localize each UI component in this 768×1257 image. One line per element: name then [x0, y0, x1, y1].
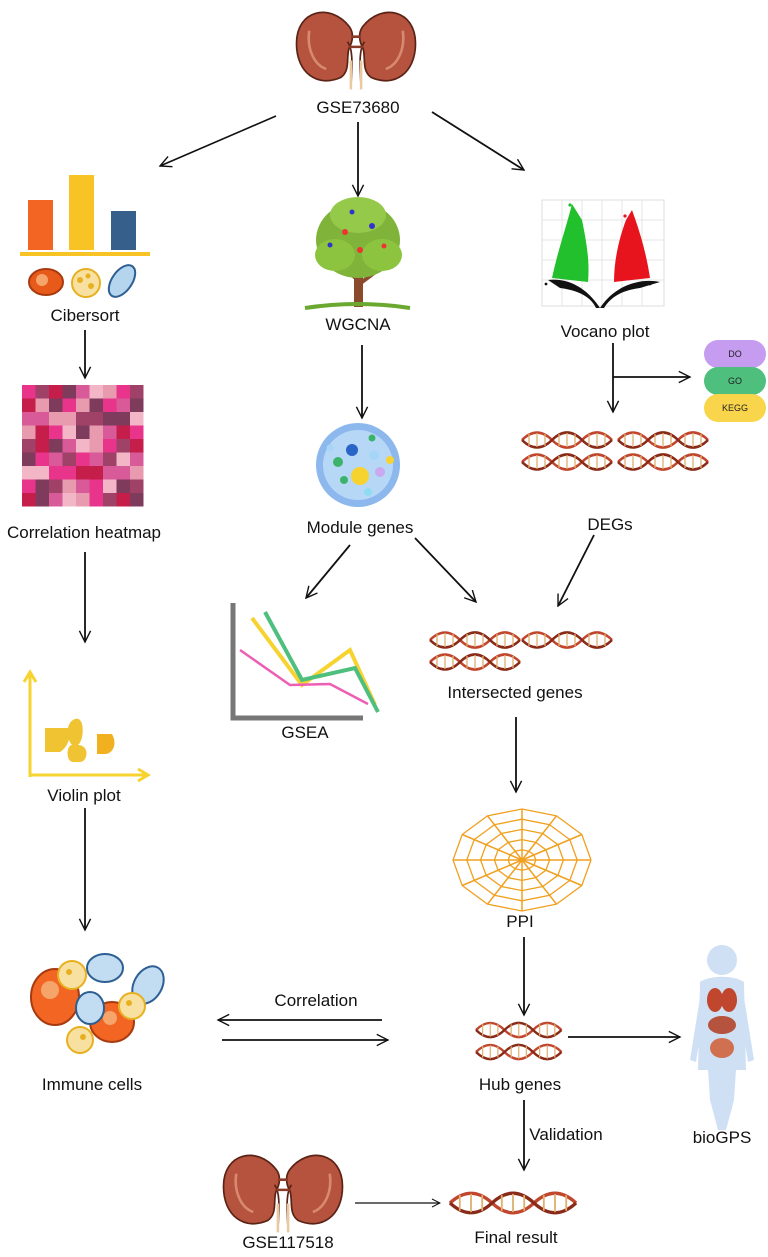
final-result-dna-icon — [448, 1191, 578, 1215]
arrow-degs-intersected — [557, 534, 595, 606]
kidney-bottom-icon — [222, 1154, 344, 1234]
node-wgcna: WGCNA — [325, 315, 391, 334]
enrichment-pills — [704, 340, 766, 422]
intersected-dna-icon — [428, 631, 614, 671]
node-degs: DEGs — [587, 515, 633, 534]
biogps-body-icon — [690, 945, 754, 1130]
cibersort-bars-icon — [20, 175, 150, 256]
node-intersected: Intersected genes — [447, 683, 583, 702]
node-final: Final result — [474, 1228, 558, 1247]
module-genes-icon — [316, 423, 400, 507]
arrow-to-cibersort — [160, 115, 277, 166]
node-cibersort: Cibersort — [50, 306, 120, 325]
pill-do: DO — [728, 349, 742, 359]
ppi-web-icon — [452, 808, 592, 912]
edge-correlation: Correlation — [274, 991, 358, 1010]
arrow-to-volcano — [431, 111, 524, 170]
node-gse73680: GSE73680 — [316, 98, 400, 117]
node-violin: Violin plot — [47, 786, 121, 805]
pill-go: GO — [727, 376, 742, 386]
node-heatmap: Correlation heatmap — [6, 523, 162, 542]
node-module-genes: Module genes — [306, 518, 414, 537]
node-hub: Hub genes — [478, 1075, 562, 1094]
gsea-plot-icon — [230, 603, 380, 721]
pill-kegg: KEGG — [721, 403, 748, 413]
arrows — [85, 111, 690, 1203]
violin-plot-icon — [22, 669, 151, 783]
hub-genes-dna-icon — [474, 1021, 563, 1061]
correlation-heatmap-icon — [22, 385, 144, 507]
immune-cells-icon — [30, 953, 165, 1054]
node-gsea: GSEA — [281, 723, 329, 742]
arrow-module-gsea — [306, 544, 351, 598]
degs-dna-icon — [520, 431, 710, 471]
node-volcano: Vocano plot — [560, 322, 650, 341]
arrow-module-intersected — [414, 537, 476, 602]
volcano-plot-icon — [541, 199, 665, 308]
node-ppi: PPI — [506, 912, 534, 931]
wgcna-tree-icon — [304, 197, 411, 310]
node-biogps: bioGPS — [692, 1128, 752, 1147]
node-gse117518: GSE117518 — [242, 1233, 334, 1252]
edge-validation: Validation — [529, 1125, 603, 1144]
node-immune: Immune cells — [41, 1075, 143, 1094]
kidney-top-icon — [295, 11, 417, 91]
cibersort-cells-icon — [28, 264, 137, 298]
